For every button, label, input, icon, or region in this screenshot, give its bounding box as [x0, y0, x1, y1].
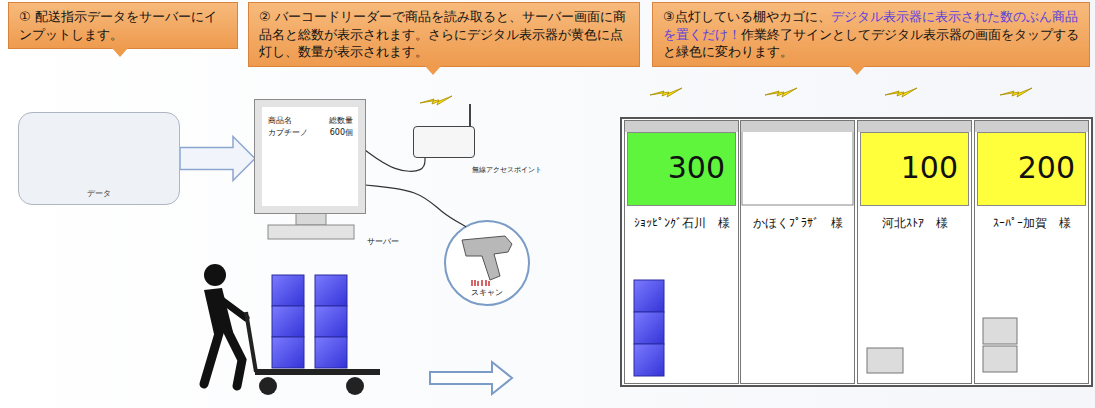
label-text: 600個 — [324, 127, 354, 139]
shelf-compartment: ｼｮｯﾋﾟﾝｸﾞ石川 様 300 — [624, 120, 739, 384]
scanner-illustration — [445, 221, 529, 305]
scanner-circle: スキャン — [445, 221, 529, 305]
label-text: ｼｮｯﾋﾟﾝｸﾞ石川 様 — [625, 215, 738, 232]
label-text: 300 — [668, 150, 725, 185]
label-text: 商品名 — [268, 115, 314, 127]
label-text: ① 配送指示データをサーバーにインプットします。 — [19, 9, 217, 42]
cable — [365, 185, 466, 227]
digital-display: 200 — [977, 132, 1086, 206]
signal-bolt — [650, 88, 682, 97]
label-text: スキャン — [445, 287, 529, 298]
shelf-compartment: かほくﾌﾟﾗｻﾞ 様 — [740, 120, 855, 384]
signal-bolt — [885, 88, 917, 97]
callout-box: ① 配送指示データをサーバーにインプットします。 — [8, 2, 238, 49]
antenna — [469, 104, 471, 126]
signal-bolt — [420, 96, 452, 105]
digital-display: 300 — [627, 132, 736, 206]
label-text: 河北ｽﾄｱ 様 — [858, 215, 971, 232]
label-text: 総数量 — [324, 115, 354, 127]
callout-box: ③点灯している棚やカゴに、デジタル表示器に表示された数のぶん商品を置くだけ！作業… — [652, 2, 1090, 67]
server-monitor: 商品名総数量カプチーノ600個サーバー — [255, 100, 365, 213]
data-box: データ — [18, 112, 180, 205]
label-text: ｽｰﾊﾟｰ加賀 様 — [975, 215, 1088, 232]
label-text: カプチーノ — [268, 127, 314, 139]
label-text: かほくﾌﾟﾗｻﾞ 様 — [741, 215, 854, 232]
label-text: データ — [19, 188, 179, 199]
shelf — [621, 118, 1092, 386]
signal-bolt — [1000, 88, 1032, 97]
flow-arrow — [180, 137, 255, 181]
shelf-compartment: 河北ｽﾄｱ 様 100 — [857, 120, 972, 384]
label-text: 無線アクセスポイント — [472, 165, 542, 175]
cart — [246, 275, 380, 395]
shelf-compartment: ｽｰﾊﾟｰ加賀 様 200 — [974, 120, 1089, 384]
label-text: ② バーコードリーダーで商品を読み取ると、サーバー画面に商品名と総数が表示されま… — [259, 9, 626, 59]
flow-arrow — [430, 362, 512, 394]
digital-display: 100 — [860, 132, 969, 206]
worker-figure — [204, 264, 246, 386]
label-text: ③点灯している棚やカゴに、 — [663, 9, 831, 24]
label-text: 200 — [1018, 150, 1075, 185]
access-point: 無線アクセスポイント — [413, 126, 475, 158]
label-text: 100 — [901, 150, 958, 185]
signal-bolt — [765, 88, 797, 97]
callout-box: ② バーコードリーダーで商品を読み取ると、サーバー画面に商品名と総数が表示されま… — [248, 2, 640, 67]
label-text: サーバー — [367, 236, 399, 248]
